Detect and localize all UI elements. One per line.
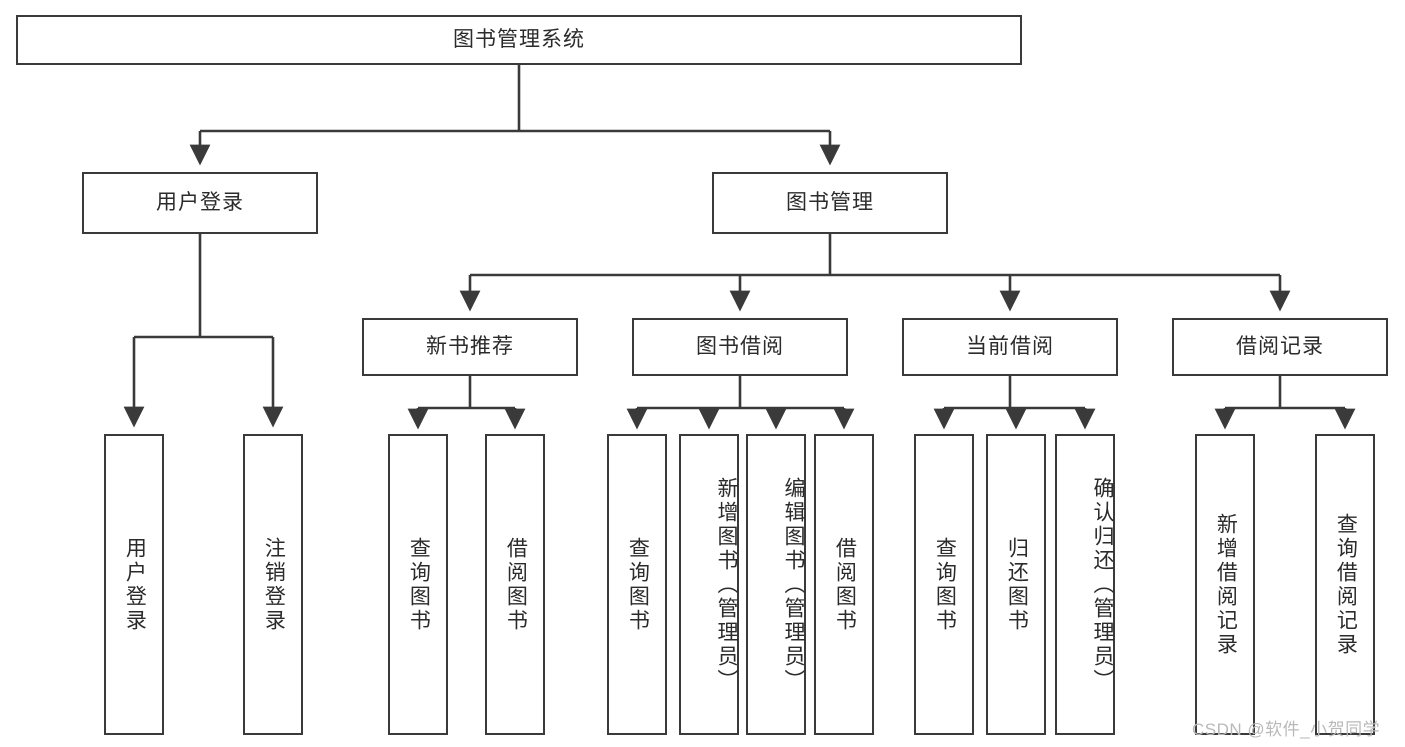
node-leaf-add-book[interactable]: 新增图书（管理员）	[679, 434, 739, 735]
node-leaf-confirm-return[interactable]: 确认归还（管理员）	[1055, 434, 1115, 735]
node-label: 编辑图书（管理员）	[782, 476, 805, 693]
node-leaf-add-record[interactable]: 新增借阅记录	[1195, 434, 1255, 735]
node-label: 查询图书	[626, 536, 650, 633]
node-user-login[interactable]: 用户登录	[82, 172, 318, 234]
node-label: 归还图书	[1005, 536, 1029, 633]
node-label: 新增借阅记录	[1214, 512, 1238, 657]
node-label: 当前借阅	[966, 334, 1054, 358]
node-label: 确认归还（管理员）	[1091, 476, 1114, 693]
node-label: 查询图书	[407, 536, 431, 633]
node-leaf-query-book-a[interactable]: 查询图书	[388, 434, 448, 735]
node-new-book-recommend[interactable]: 新书推荐	[362, 318, 578, 376]
csdn-watermark: CSDN @软件_小贺同学	[1192, 720, 1381, 739]
node-label: 借阅图书	[833, 536, 857, 633]
node-label: 查询借阅记录	[1334, 512, 1358, 657]
node-label: 新书推荐	[426, 334, 514, 358]
node-label: 借阅记录	[1236, 334, 1324, 358]
node-borrow-record[interactable]: 借阅记录	[1172, 318, 1388, 376]
node-leaf-borrow-book-b[interactable]: 借阅图书	[814, 434, 874, 735]
node-book-manage[interactable]: 图书管理	[712, 172, 948, 234]
node-leaf-return-book[interactable]: 归还图书	[986, 434, 1046, 735]
node-leaf-user-login[interactable]: 用户登录	[104, 434, 164, 735]
node-current-borrow[interactable]: 当前借阅	[902, 318, 1118, 376]
node-leaf-logout[interactable]: 注销登录	[243, 434, 303, 735]
node-leaf-edit-book[interactable]: 编辑图书（管理员）	[746, 434, 806, 735]
node-leaf-query-record[interactable]: 查询借阅记录	[1315, 434, 1375, 735]
node-book-borrow[interactable]: 图书借阅	[632, 318, 848, 376]
node-book-management-system[interactable]: 图书管理系统	[16, 15, 1022, 65]
node-label: 查询图书	[933, 536, 957, 633]
node-label: 图书管理	[786, 190, 874, 214]
node-label: 用户登录	[123, 536, 147, 633]
node-label: 注销登录	[262, 536, 286, 633]
node-label: 用户登录	[156, 190, 244, 214]
node-label: 图书借阅	[696, 334, 784, 358]
node-label: 图书管理系统	[453, 27, 585, 51]
node-leaf-query-book-c[interactable]: 查询图书	[914, 434, 974, 735]
node-leaf-query-book-b[interactable]: 查询图书	[607, 434, 667, 735]
node-label: 新增图书（管理员）	[715, 476, 738, 693]
node-label: 借阅图书	[504, 536, 528, 633]
node-leaf-borrow-book-a[interactable]: 借阅图书	[485, 434, 545, 735]
